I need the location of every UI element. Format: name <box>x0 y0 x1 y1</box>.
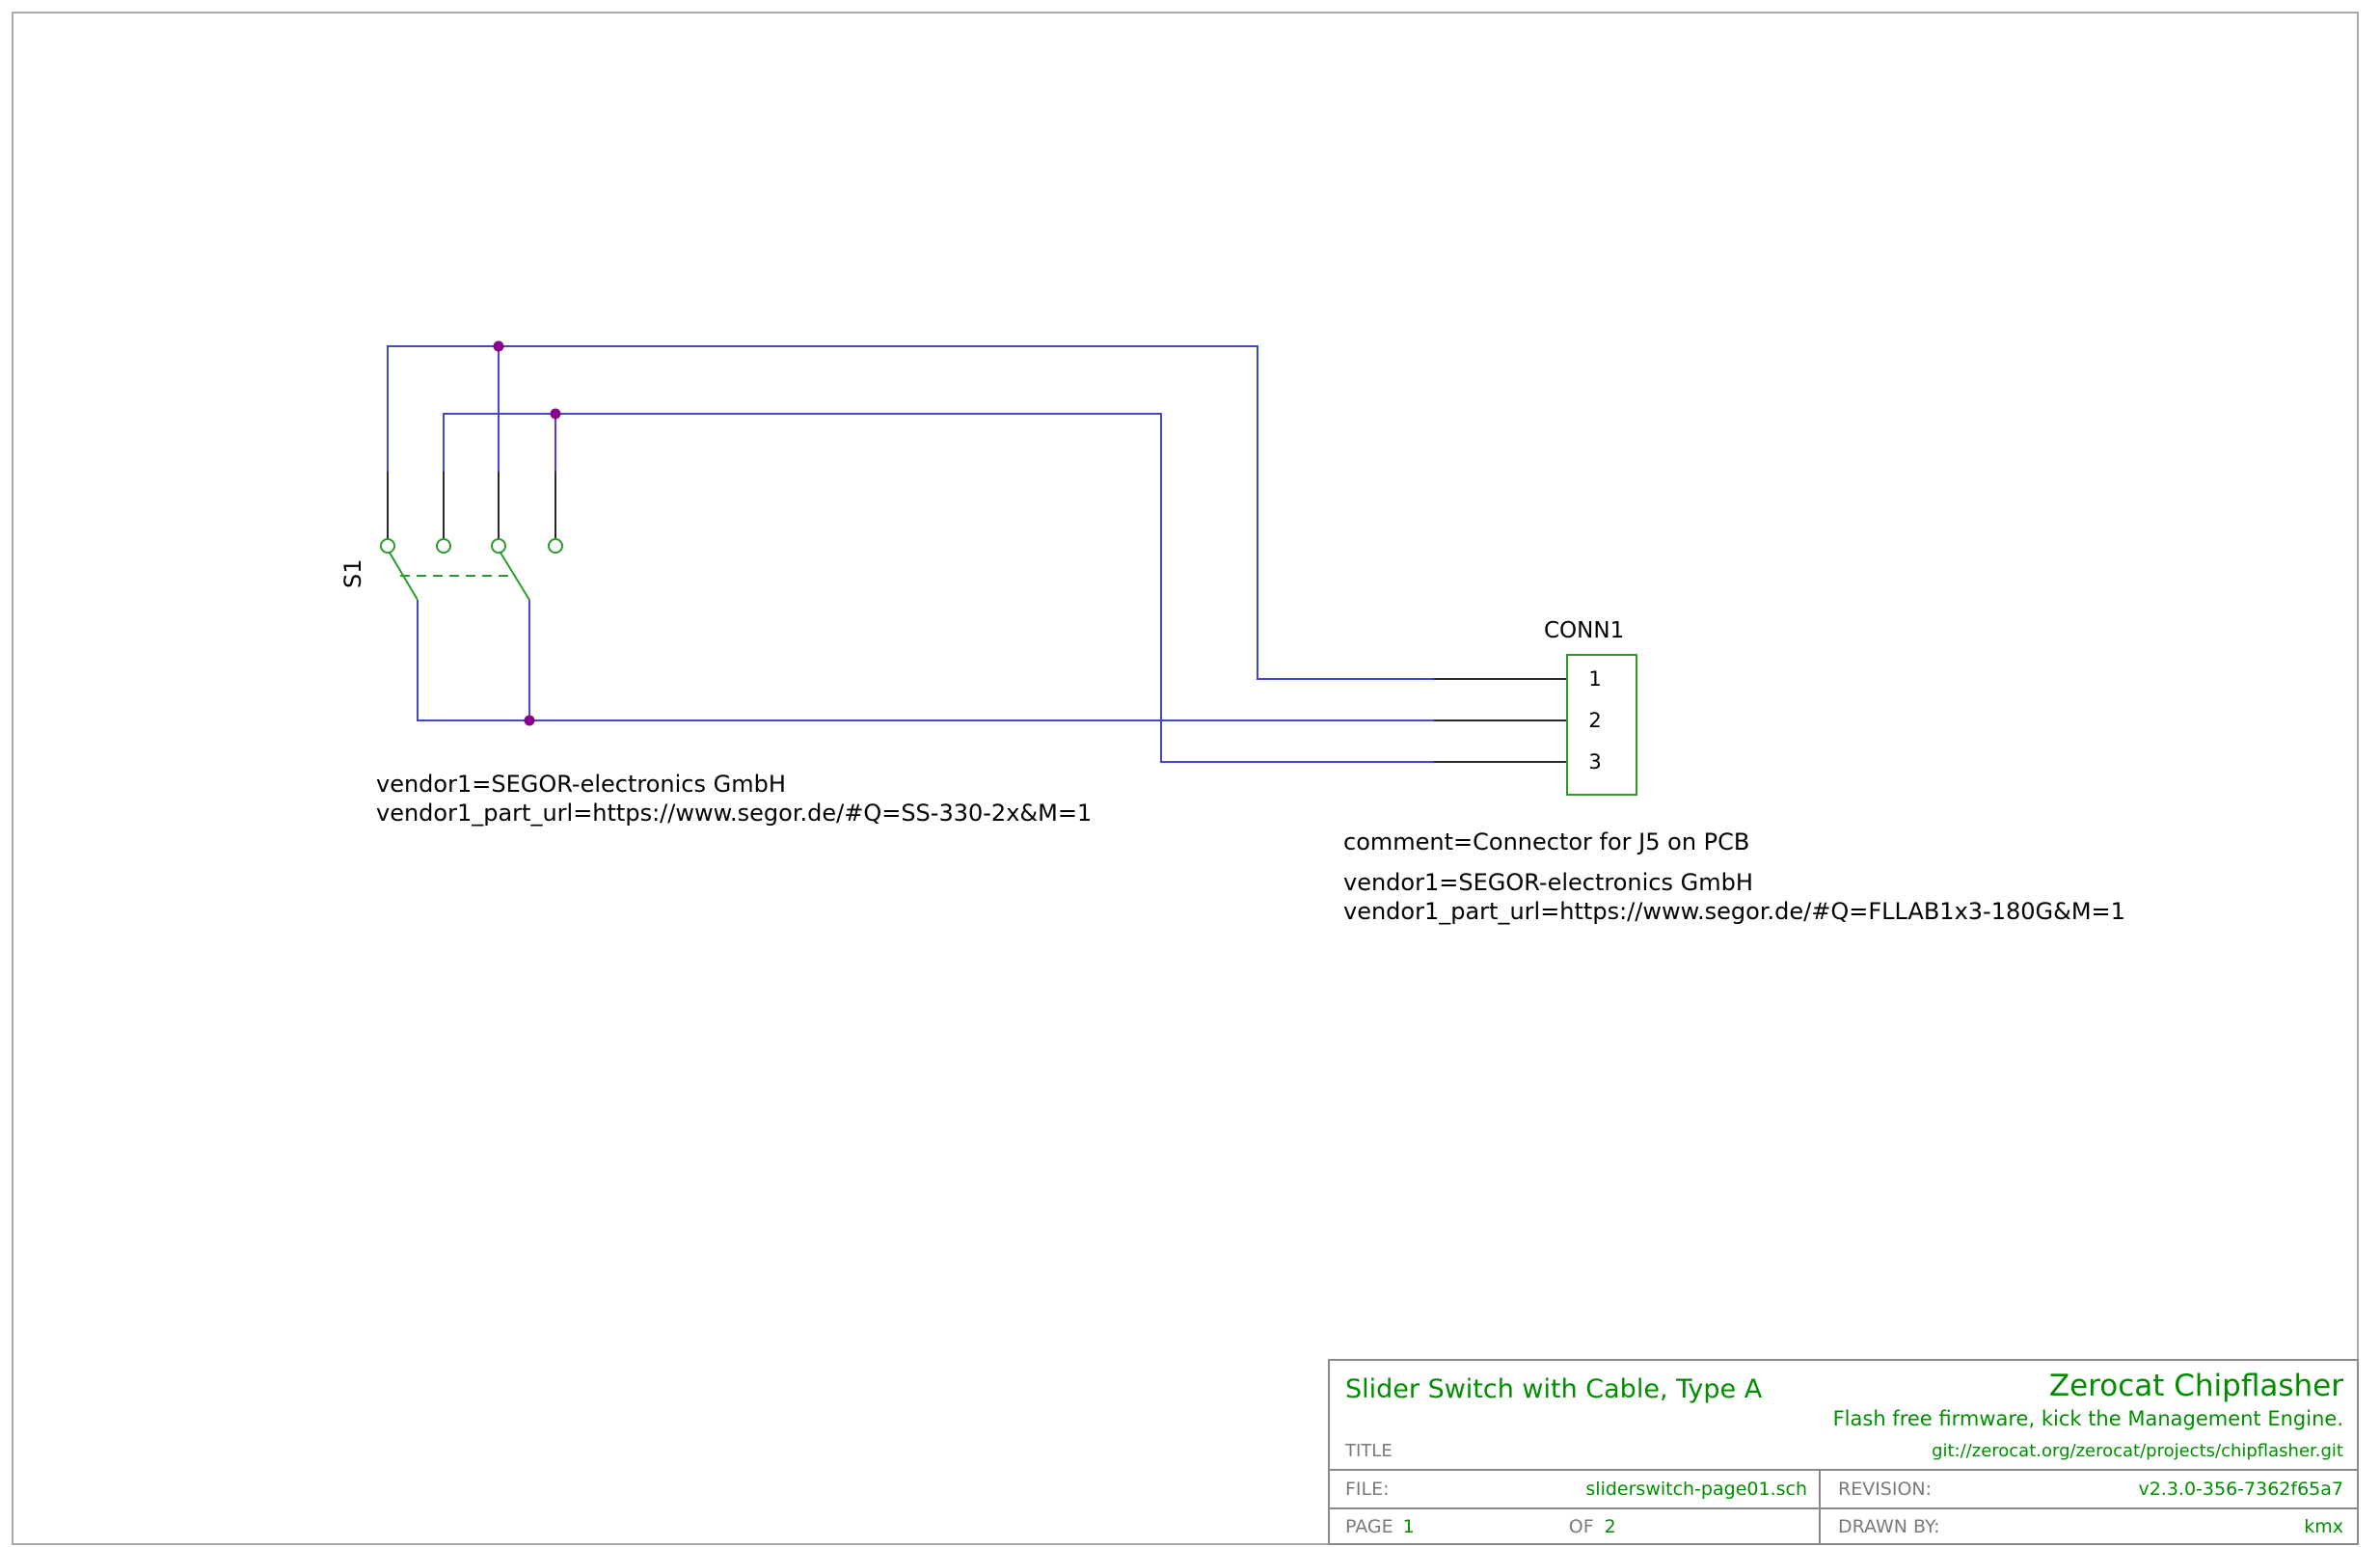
net-pin3 <box>443 413 1434 763</box>
brand-tagline: Flash free firmware, kick the Management… <box>1832 1407 2343 1430</box>
switch-symbol <box>380 538 563 601</box>
repo-url: git://zerocat.org/zerocat/projects/chipf… <box>1932 1441 2343 1461</box>
drawn-by-cell: DRAWN BY: kmx <box>1819 1509 2357 1543</box>
file-value: sliderswitch-page01.sch <box>1585 1479 1807 1500</box>
connector-pin-number-3: 3 <box>1588 750 1602 774</box>
switch-vendor-attribute: vendor1=SEGOR-electronics GmbH <box>376 771 786 798</box>
switch-annotations: vendor1=SEGOR-electronics GmbH vendor1_p… <box>376 770 1092 828</box>
junction-dot <box>550 408 561 420</box>
switch-pin-circle <box>436 538 451 554</box>
net-wires <box>387 345 1434 763</box>
page-border <box>12 12 2359 1545</box>
title-block: Slider Switch with Cable, Type A Zerocat… <box>1328 1359 2359 1545</box>
page-number: 1 <box>1402 1515 1415 1537</box>
drawn-by-label: DRAWN BY: <box>1838 1515 1940 1537</box>
title-block-page-row: PAGE 1 OF 2 DRAWN BY: kmx <box>1330 1507 2357 1543</box>
connector-comment-attribute: comment=Connector for J5 on PCB <box>1343 828 1750 855</box>
revision-value: v2.3.0-356-7362f65a7 <box>2138 1479 2343 1500</box>
junction-dots <box>493 340 561 726</box>
file-label: FILE: <box>1345 1479 1390 1500</box>
sheet-title: Slider Switch with Cable, Type A <box>1345 1374 1763 1404</box>
switch-pin-circle <box>380 538 395 554</box>
junction-dot <box>493 340 504 352</box>
switch-pin-circle <box>491 538 506 554</box>
connector-symbol <box>1566 654 1637 796</box>
switch-vendor-url-attribute: vendor1_part_url=https://www.segor.de/#Q… <box>376 800 1093 827</box>
title-block-file-row: FILE: sliderswitch-page01.sch REVISION: … <box>1330 1469 2357 1507</box>
title-block-header-row: Slider Switch with Cable, Type A Zerocat… <box>1330 1361 2357 1469</box>
page-cell: PAGE 1 OF 2 <box>1330 1509 1819 1543</box>
connector-annotations: vendor1=SEGOR-electronics GmbH vendor1_p… <box>1343 868 2125 926</box>
revision-cell: REVISION: v2.3.0-356-7362f65a7 <box>1819 1471 2357 1507</box>
brand-name: Zerocat Chipflasher <box>2048 1369 2343 1403</box>
drawn-by-value: kmx <box>2304 1515 2343 1537</box>
connector-pin-number-1: 1 <box>1588 667 1602 691</box>
page-label: PAGE <box>1345 1515 1393 1537</box>
component-pins <box>387 472 1567 763</box>
revision-label: REVISION: <box>1838 1479 1933 1500</box>
title-label: TITLE <box>1345 1441 1393 1461</box>
of-label: OF <box>1568 1515 1594 1537</box>
connector-vendor-attribute: vendor1=SEGOR-electronics GmbH <box>1343 869 1753 896</box>
net-pin1 <box>387 345 1434 680</box>
net-pin2 <box>417 600 1434 721</box>
connector-pin-number-2: 2 <box>1588 709 1602 732</box>
connector-vendor-url-attribute: vendor1_part_url=https://www.segor.de/#Q… <box>1343 898 2125 925</box>
file-cell: FILE: sliderswitch-page01.sch <box>1330 1471 1819 1507</box>
connector-body <box>1566 654 1637 796</box>
switch-pin-circle <box>548 538 563 554</box>
junction-dot <box>524 715 535 726</box>
switch-refdes: S1 <box>339 558 366 588</box>
page-total: 2 <box>1604 1515 1616 1537</box>
connector-refdes: CONN1 <box>1544 618 1625 643</box>
